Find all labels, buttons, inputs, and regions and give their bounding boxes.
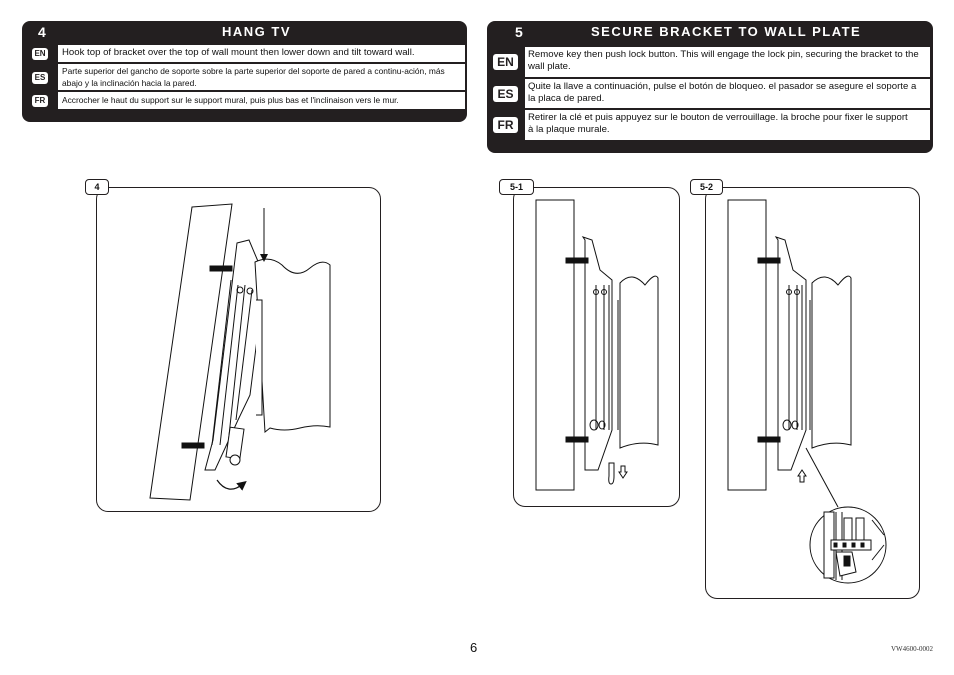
fig52-wall [727, 199, 767, 491]
step-5-text-es: Quite la llave a continuación, pulse el … [528, 81, 917, 104]
step-4-box: 4 HANG TV EN ES FR Hook top of bracket o… [22, 21, 467, 122]
figure-4-label: 4 [85, 179, 109, 195]
fig52-bracket [774, 236, 807, 471]
step-4-row-fr [58, 92, 465, 109]
figure-5-2-label: 5-2 [690, 179, 723, 195]
fig4-tv [254, 258, 331, 433]
fig52-hook-bottom [757, 436, 781, 443]
fig4-drawing [149, 203, 331, 501]
fig4-bracket [204, 239, 266, 471]
fig51-wall [535, 199, 575, 491]
step-5-title: SECURE BRACKET TO WALL PLATE [591, 24, 862, 39]
step-5-text-en: Remove key then push lock button. This w… [528, 49, 919, 72]
fig51-key [608, 462, 615, 485]
page-number: 6 [470, 640, 478, 655]
step-5-number: 5 [515, 24, 523, 40]
step-5-row-en [525, 47, 930, 77]
step-4-lang-en-tag: EN [32, 48, 48, 60]
step-4-lang-fr-tag: FR [32, 95, 48, 107]
fig52-leader [805, 447, 839, 508]
step-5-lang-es-tag: ES [493, 86, 518, 102]
fig51-down-arrow [618, 465, 628, 479]
step-5-text-fr: Retirer la clé et puis appuyez sur le bo… [528, 112, 908, 135]
fig52-hook-top [757, 257, 781, 264]
step-5-box: 5 SECURE BRACKET TO WALL PLATE EN ES FR … [487, 21, 933, 153]
step-4-lang-es-tag: ES [32, 72, 48, 84]
fig51-tv [619, 275, 659, 449]
step-4-title: HANG TV [222, 24, 291, 39]
figure-5-1-label: 5-1 [499, 179, 534, 195]
fig4-hook-bottom [181, 442, 205, 449]
fig51-hook-top [565, 257, 589, 264]
step-4-row-en [58, 45, 465, 62]
step-4-number: 4 [38, 24, 46, 40]
fig52-detail-content [823, 511, 885, 580]
fig4-tilt-arrow [216, 479, 247, 491]
step-4-text-fr: Accrocher le haut du support sur le supp… [62, 95, 399, 105]
step-5-lang-en-tag: EN [493, 54, 518, 70]
step-4-text-es: Parte superior del gancho de soporte sob… [62, 66, 445, 88]
fig4-wall [149, 203, 233, 501]
document-code: VW4600-0002 [891, 645, 933, 653]
fig51-hook-bottom [565, 436, 589, 443]
fig52-up-arrow [797, 469, 807, 483]
fig51-bracket [581, 236, 613, 471]
step-5-row-es [525, 79, 930, 108]
fig51-drawing [535, 199, 659, 491]
fig4-hook-top [209, 265, 233, 272]
step-4-row-es [58, 64, 465, 90]
step-4-text-en: Hook top of bracket over the top of wall… [62, 47, 415, 58]
step-5-lang-fr-tag: FR [493, 117, 518, 133]
step-5-row-fr [525, 110, 930, 140]
fig52-drawing [727, 199, 887, 584]
fig52-tv [811, 275, 852, 449]
